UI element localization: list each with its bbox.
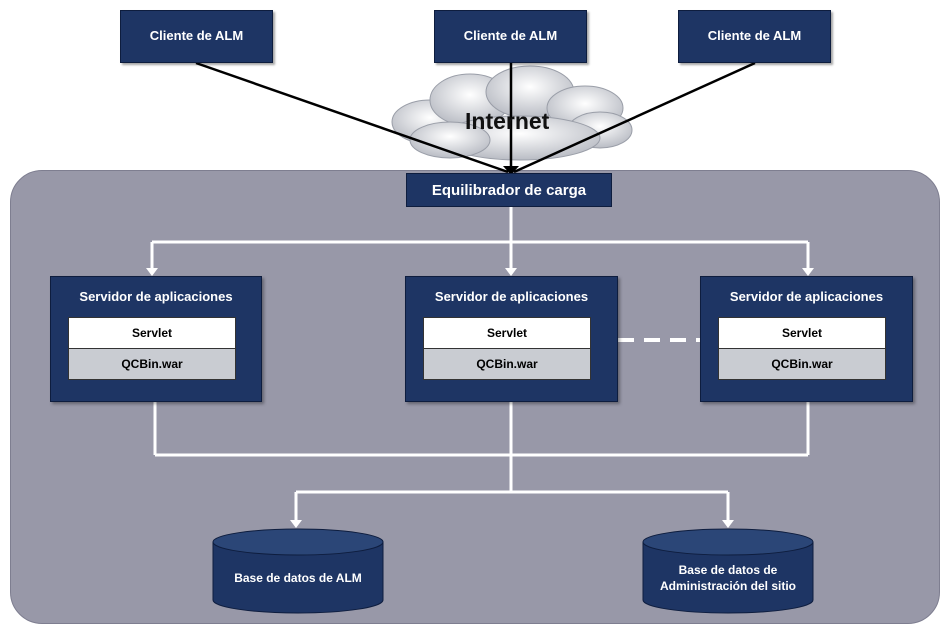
lb-to-servers-lines <box>150 207 810 270</box>
servers-to-db-lines <box>153 402 810 522</box>
internet-label: Internet <box>465 108 550 134</box>
site-admin-database-label-line1: Base de datos de <box>678 563 778 577</box>
app-server-1: Servidor de aplicaciones Servlet QCBin.w… <box>50 276 262 402</box>
app-server-3-servlet: Servlet <box>718 317 886 349</box>
site-admin-database-icon <box>642 528 814 614</box>
site-admin-database-label-line2: Administración del sitio <box>659 579 797 593</box>
app-server-3-title: Servidor de aplicaciones <box>729 289 884 304</box>
app-server-1-title: Servidor de aplicaciones <box>79 289 233 304</box>
link-client3-lb <box>513 61 756 174</box>
app-server-3: Servidor de aplicaciones Servlet QCBin.w… <box>700 276 913 402</box>
app-server-2-title: Servidor de aplicaciones <box>434 289 589 304</box>
alm-database-label: Base de datos de ALM <box>234 571 362 585</box>
link-client1-lb <box>195 61 509 174</box>
alm-database-icon <box>212 528 384 614</box>
load-balancer: Equilibrador de carga <box>406 173 612 207</box>
load-balancer-label: Equilibrador de carga <box>431 182 587 199</box>
app-server-3-war: QCBin.war <box>718 348 886 380</box>
alm-client-3-label: Cliente de ALM <box>707 28 802 43</box>
alm-client-2: Cliente de ALM <box>434 10 587 63</box>
alm-client-1: Cliente de ALM <box>120 10 273 63</box>
server-arrowheads <box>146 268 814 276</box>
db-arrowheads <box>290 520 734 528</box>
app-server-2-servlet: Servlet <box>423 317 591 349</box>
site-admin-database-label: Base de datos de Administración del siti… <box>636 562 820 594</box>
alm-client-3: Cliente de ALM <box>678 10 831 63</box>
app-server-1-servlet: Servlet <box>68 317 236 349</box>
app-server-1-war: QCBin.war <box>68 348 236 380</box>
arrowhead-lb <box>503 166 519 175</box>
alm-client-2-label: Cliente de ALM <box>463 28 558 43</box>
alm-client-1-label: Cliente de ALM <box>149 28 244 43</box>
app-server-2-war: QCBin.war <box>423 348 591 380</box>
app-server-2: Servidor de aplicaciones Servlet QCBin.w… <box>405 276 618 402</box>
